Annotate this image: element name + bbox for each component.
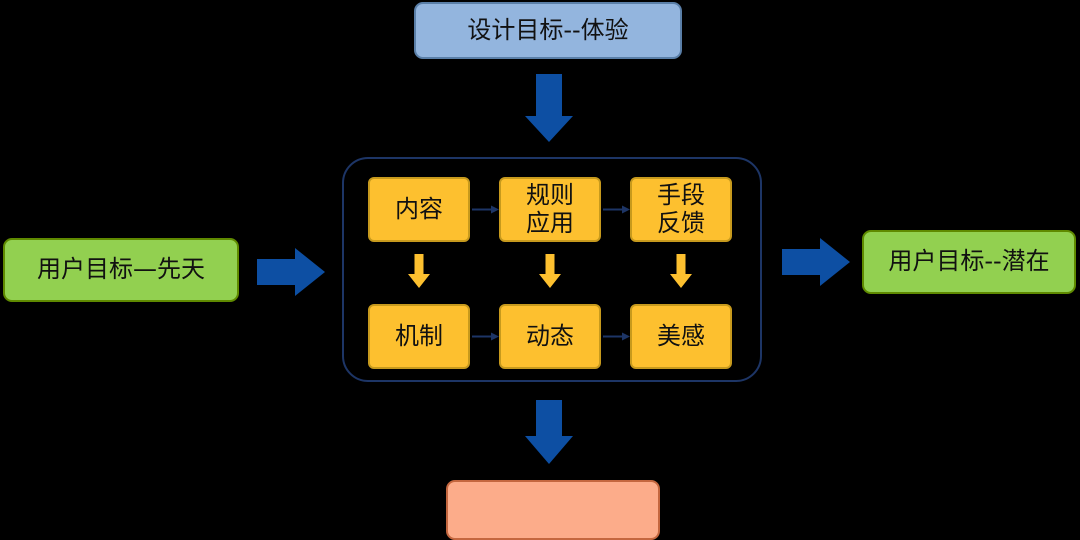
innate-goal-box: 用户目标—先天 [3,238,239,302]
framework-node-rules: 规则 应用 [499,177,601,242]
innate-goal-label: 用户目标—先天 [37,255,205,284]
framework-node-dynamics: 动态 [499,304,601,369]
edge-framework-to-bottom [525,400,573,464]
latent-goal-box: 用户目标--潜在 [862,230,1076,294]
framework-node-label: 手段 反馈 [657,180,705,237]
design-goal-box: 设计目标--体验 [414,2,682,59]
framework-node-label: 动态 [526,321,574,350]
framework-node-content: 内容 [368,177,470,242]
output-box [446,480,660,540]
edge-top-to-framework [525,74,573,142]
edge-framework-to-right [782,238,850,286]
framework-node-label: 机制 [395,321,443,350]
framework-node-label: 内容 [395,194,443,223]
framework-node-aesthetics: 美感 [630,304,732,369]
latent-goal-label: 用户目标--潜在 [888,247,1050,276]
framework-node-feedback: 手段 反馈 [630,177,732,242]
framework-node-mechanism: 机制 [368,304,470,369]
framework-node-label: 规则 应用 [526,180,574,237]
edge-left-to-framework [257,248,325,296]
framework-node-label: 美感 [657,321,705,350]
design-goal-label: 设计目标--体验 [467,15,629,44]
framework-container [342,157,762,382]
